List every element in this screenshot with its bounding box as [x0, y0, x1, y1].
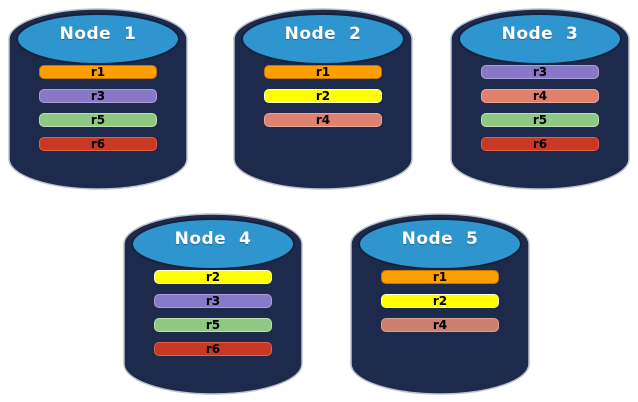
replica-bar-r4: r4 [264, 113, 382, 127]
replica-bar-r6: r6 [481, 137, 599, 151]
node-title: Node 5 [401, 229, 479, 249]
database-node-4: Node 4 r2 r3 r5 r6 [123, 213, 303, 395]
replica-bar-r3: r3 [39, 89, 157, 103]
replica-bar-r3: r3 [481, 65, 599, 79]
replica-bar-r6: r6 [154, 342, 272, 356]
replica-list: r1 r2 r4 [264, 65, 382, 127]
replica-list: r3 r4 r5 r6 [481, 65, 599, 151]
replica-list: r1 r2 r4 [381, 270, 499, 332]
replica-bar-r5: r5 [154, 318, 272, 332]
replica-bar-r2: r2 [381, 294, 499, 308]
replica-bar-r5: r5 [481, 113, 599, 127]
node-title: Node 4 [174, 229, 252, 249]
replica-bar-r5: r5 [39, 113, 157, 127]
node-title: Node 1 [59, 24, 137, 44]
replica-bar-r1: r1 [381, 270, 499, 284]
replica-bar-r1: r1 [264, 65, 382, 79]
replica-list: r2 r3 r5 r6 [154, 270, 272, 356]
replica-list: r1 r3 r5 r6 [39, 65, 157, 151]
database-node-5: Node 5 r1 r2 r4 [350, 213, 530, 395]
replica-bar-r2: r2 [264, 89, 382, 103]
replica-bar-r6: r6 [39, 137, 157, 151]
replica-bar-r4: r4 [481, 89, 599, 103]
node-title: Node 2 [284, 24, 362, 44]
replica-bar-r2: r2 [154, 270, 272, 284]
replica-bar-r3: r3 [154, 294, 272, 308]
database-node-3: Node 3 r3 r4 r5 r6 [450, 8, 630, 190]
replica-bar-r4: r4 [381, 318, 499, 332]
database-node-1: Node 1 r1 r3 r5 r6 [8, 8, 188, 190]
replica-bar-r1: r1 [39, 65, 157, 79]
database-node-2: Node 2 r1 r2 r4 [233, 8, 413, 190]
node-title: Node 3 [501, 24, 579, 44]
